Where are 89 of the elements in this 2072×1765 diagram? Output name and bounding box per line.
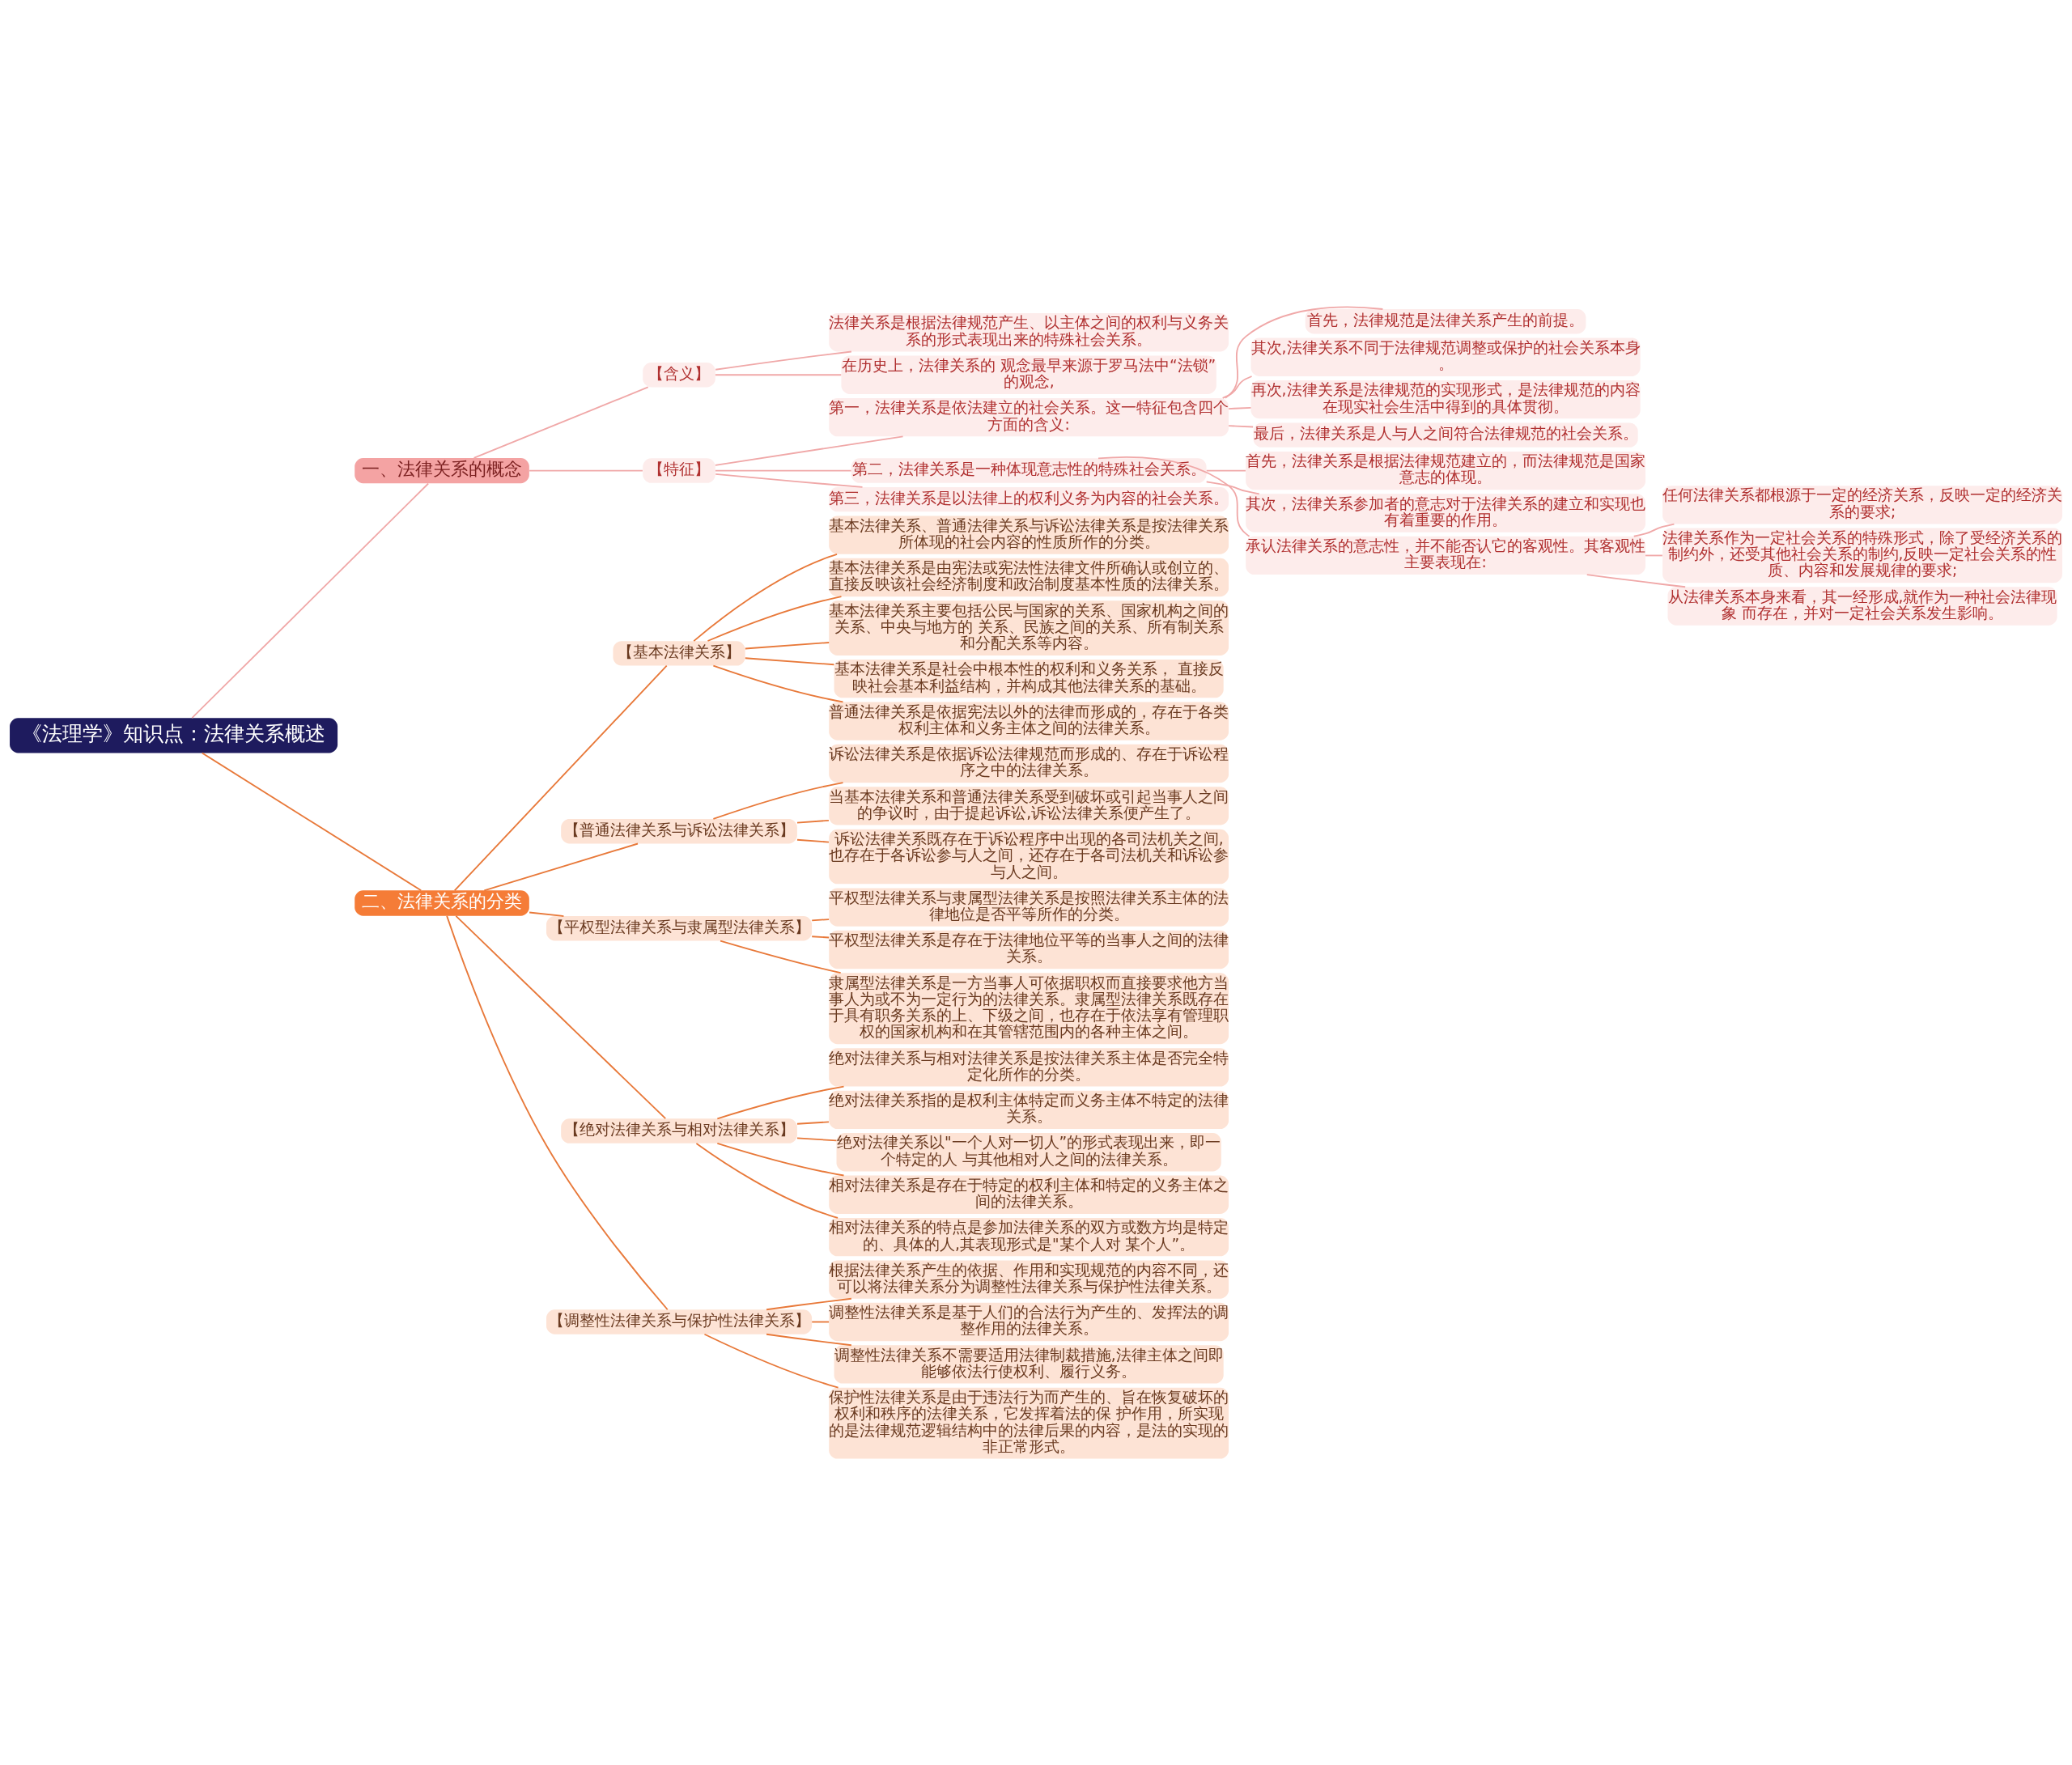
node-box: 【普通法律关系与诉讼法律关系】: [561, 818, 797, 843]
connector: [716, 1085, 845, 1119]
node-box: 诉讼法律关系是依据诉讼法律规范而形成的、存在于诉讼程序之中的法律关系。: [829, 744, 1229, 783]
node-box: 绝对法律关系指的是权利主体特定而义务主体不特定的法律关系。: [829, 1090, 1229, 1129]
connector: [715, 373, 843, 375]
connector: [483, 842, 639, 891]
connector: [1225, 306, 1384, 399]
connector: [712, 664, 844, 702]
node-box: 其次，法律关系参加者的意志对于法律关系的建立和实现也有着重要的作用。: [1246, 493, 1645, 532]
connector: [715, 469, 852, 471]
node-box: 平权型法律关系是存在于法律地位平等的当事人之间的法律关系。: [829, 930, 1229, 969]
connector: [529, 911, 565, 917]
connector: [720, 940, 842, 974]
node-box: 绝对法律关系与相对法律关系是按法律关系主体是否完全特定化所作的分类。: [829, 1047, 1229, 1087]
connector: [766, 1297, 852, 1310]
node-box: 【含义】: [643, 362, 715, 387]
connector: [716, 1142, 845, 1176]
node-box: 基本法律关系是由宪法或宪法性法律文件所确认或创立的、直接反映该社会经济制度和政治制度基本性质的法律关系。: [829, 558, 1229, 596]
node-box: 根据法律关系产生的依据、作用和实现规范的内容不同，还可以将法律关系分为调整性法律关系与保护性法律关系。: [829, 1259, 1229, 1299]
connector: [811, 1321, 830, 1322]
connector: [1228, 424, 1255, 427]
node-box: 诉讼法律关系既存在于诉讼程序中出现的各司法机关之间,也存在于各诉讼参与人之间，还存在于各司法机关和诉讼参与人之间。: [829, 829, 1229, 884]
node-box: 首先，法律规范是法律关系产生的前提。: [1305, 308, 1586, 333]
node-box: 任何法律关系都根源于一定的经济关系，反映一定的经济关系的要求;: [1662, 485, 2062, 524]
connector: [693, 553, 838, 642]
node-box: 法律关系作为一定社会关系的特殊形式，除了受经济关系的制约外，还受其他社会关系的制约,反映一定社会关系的性质、内容和发展规律的要求;: [1662, 528, 2062, 583]
connector: [1586, 573, 1687, 588]
connector: [811, 935, 830, 938]
node-box: 相对法律关系是存在于特定的权利主体和特定的义务主体之间的法律关系。: [829, 1175, 1229, 1214]
node-box: 当基本法律关系和普通法律关系受到破坏或引起当事人之间的争议时，由于提起诉讼,诉讼法律关系便产生了。: [829, 786, 1229, 825]
connector: [707, 595, 843, 642]
connector: [453, 664, 668, 891]
node-box: 在历史上，法律关系的 观念最早来源于罗马法中“法锁”的观念,: [841, 355, 1216, 394]
node-box: 基本法律关系是社会中根本性的权利和义务关系， 直接反映社会基本利益结构，并构成其他法律关系的基础。: [834, 659, 1224, 698]
node-box: 【基本法律关系】: [613, 640, 745, 666]
node-box: 第三，法律关系是以法律上的权利义务为内容的社会关系。: [829, 486, 1229, 511]
connector: [455, 914, 667, 1119]
connector: [796, 1137, 838, 1141]
connector: [744, 641, 830, 649]
node-box: 相对法律关系的特点是参加法律关系的双方或数方均是特定的、具体的人,其表现形式是"某个人对 某个人”。: [829, 1217, 1229, 1256]
node-box: 调整性法律关系是基于人们的合法行为产生的、发挥法的调整作用的法律关系。: [829, 1302, 1229, 1341]
node-box: 【调整性法律关系与保护性法律关系】: [546, 1309, 813, 1334]
node-box: 一、法律关系的概念: [355, 457, 529, 483]
node-box: 法律关系是根据法律规范产生、以主体之间的权利与义务关系的形式表现出来的特殊社会关系。: [829, 312, 1229, 351]
connector: [766, 1333, 852, 1346]
connector: [1221, 375, 1253, 399]
connector: [811, 918, 830, 921]
connector: [1645, 554, 1663, 556]
connector: [1098, 456, 1250, 537]
node-box: 承认法律关系的意志性，并不能否认它的客观性。其客观性主要表现在:: [1246, 536, 1645, 575]
connector: [796, 1120, 830, 1125]
node-box: 基本法律关系、普通法律关系与诉讼法律关系是按法律关系所体现的社会内容的性质所作的分类。: [829, 515, 1229, 554]
node-box: 从法律关系本身来看，其一经形成,就作为一种社会法律现象 而存在，并对一定社会关系发生影响。: [1667, 586, 2057, 626]
node-box: 最后，法律关系是人与人之间符合法律规范的社会关系。: [1253, 422, 1638, 448]
connector: [201, 752, 422, 891]
node-box: 基本法律关系主要包括公民与国家的关系、国家机构之间的关系、中央与地方的 关系、民族之间的关系、所有制关系和分配关系等内容。: [829, 600, 1229, 656]
connector: [715, 473, 864, 488]
connector: [1205, 469, 1246, 471]
node-box: 隶属型法律关系是一方当事人可依据职权而直接要求他方当事人为或不为一定行为的法律关系。隶属型法律关系既存在于具有职务关系的上、下级之间，也存在于依法享有管理职权的国家机构和在其管辖范围内的各种主体之间。: [829, 972, 1229, 1044]
connector: [712, 781, 844, 820]
node-box: 【绝对法律关系与相对法律关系】: [561, 1118, 797, 1143]
node-box: 【平权型法律关系与隶属型法律关系】: [546, 915, 813, 940]
node-box: 二、法律关系的分类: [355, 889, 529, 916]
connector: [715, 350, 852, 371]
connector: [796, 838, 830, 842]
node-box: 第一，法律关系是依法建立的社会关系。这一特征包含四个方面的含义:: [829, 397, 1229, 436]
connector: [1633, 523, 1675, 537]
node-box: 第二，法律关系是一种体现意志性的特殊社会关系。: [851, 457, 1207, 483]
connector: [1205, 481, 1260, 494]
node-box: 保护性法律关系是由于违法行为而产生的、旨在恢复破坏的权利和秩序的法律关系，它发挥着法的保 护作用，所实现的是法律规范逻辑结构中的法律后果的内容，是法的实现的非正常形式。: [829, 1387, 1229, 1459]
node-box: 普通法律关系是依据宪法以外的法律而形成的，存在于各类权利主体和义务主体之间的法律关系。: [829, 701, 1229, 740]
connector: [446, 914, 669, 1310]
node-box: 首先，法律关系是根据法律规范建立的，而法律规范是国家意志的体现。: [1246, 451, 1645, 490]
connector: [529, 469, 643, 471]
node-box: 其次,法律关系不同于法律规范调整或保护的社会关系本身。: [1250, 337, 1641, 376]
connector: [715, 435, 904, 466]
node-box: 绝对法律关系以"一个人对一切人”的形式表现出来，即一个特定的人 与其他相对人之间的法律关系。: [836, 1132, 1221, 1171]
connector: [744, 656, 835, 665]
connector: [703, 1333, 839, 1389]
node-box: 【特征】: [643, 457, 715, 483]
connector: [473, 386, 649, 459]
connector: [695, 1142, 839, 1219]
connector: [1228, 406, 1252, 409]
node-box: 再次,法律关系是法律规范的实现形式，是法律规范的内容在现实社会生活中得到的具体贯彻。: [1250, 380, 1641, 418]
node-box: 调整性法律关系不需要适用法律制裁措施,法律主体之间即能够依法行使权利、履行义务。: [834, 1344, 1224, 1384]
node-box: 《法理学》知识点：法律关系概述: [10, 717, 338, 753]
connector: [796, 819, 830, 824]
connector: [191, 482, 430, 719]
node-box: 平权型法律关系与隶属型法律关系是按照法律关系主体的法律地位是否平等所作的分类。: [829, 887, 1229, 927]
